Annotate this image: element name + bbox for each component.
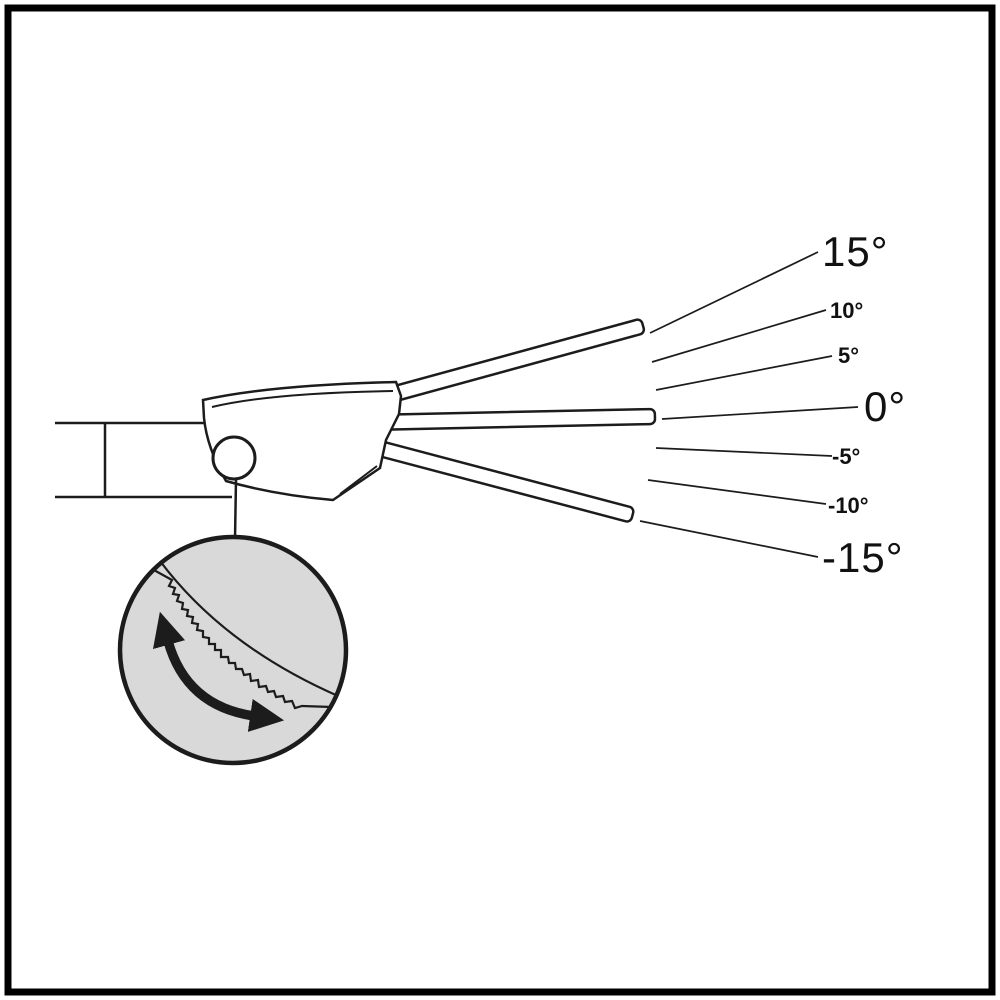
- leader-line-15: [649, 251, 819, 334]
- leader-line-neg-5: [655, 447, 833, 457]
- fixture-body-inner-top-line: [211, 390, 394, 408]
- leader-line-0: [661, 406, 859, 420]
- frame-border: [4, 4, 996, 996]
- leader-lines: [639, 251, 859, 558]
- leader-line-neg-10: [647, 479, 827, 505]
- pivot-circle: [211, 435, 257, 481]
- callout-connector-line: [233, 478, 238, 541]
- leader-line-10: [651, 309, 827, 363]
- angle-label-5: 5°: [838, 343, 859, 368]
- rotation-double-arrow: [152, 611, 285, 732]
- angle-label-neg-10: -10°: [828, 493, 869, 518]
- angle-label-0: 0°: [864, 383, 906, 430]
- detail-callout: [117, 534, 349, 766]
- angle-label-10: 10°: [830, 298, 863, 323]
- leader-line-neg-15: [639, 520, 819, 558]
- angle-label-neg-5: -5°: [832, 444, 860, 469]
- angle-label-15: 15°: [822, 228, 889, 275]
- angle-label-neg-15: -15°: [822, 534, 904, 581]
- leader-line-5: [655, 355, 833, 391]
- angle-labels: 15° 10° 5° 0° -5° -10° -15°: [822, 228, 906, 581]
- mounting-pole: [55, 421, 232, 499]
- fixture-body-inner-bottom-line: [339, 465, 378, 495]
